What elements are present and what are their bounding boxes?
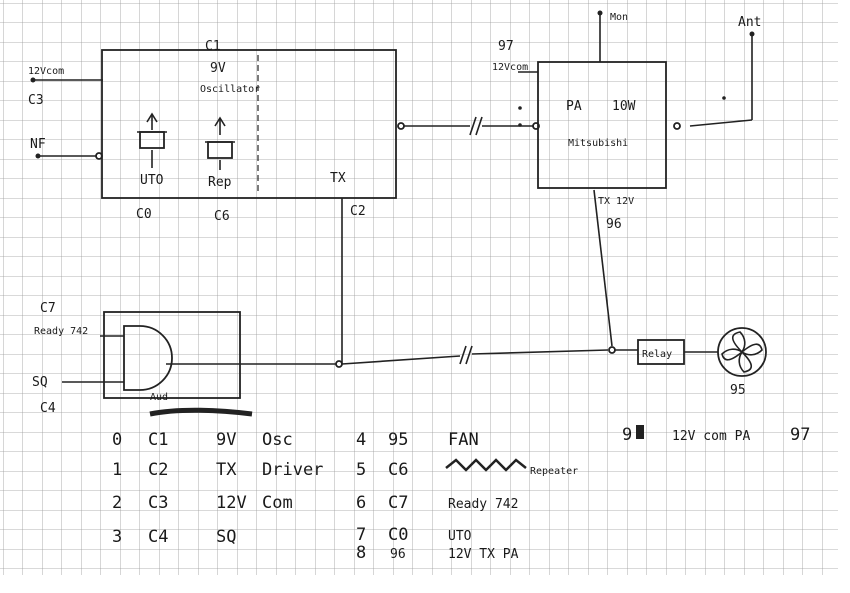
- legend-row: 3 C4 SQ: [112, 527, 236, 547]
- power-input-id: C3: [28, 93, 44, 108]
- crystal-right-id: C6: [214, 209, 230, 224]
- osc-voltage: 9V: [210, 61, 226, 76]
- svg-text:FAN: FAN: [448, 430, 479, 450]
- legend-left: 0 C1 9V Osc 1 C2 TX Driver 2 C3 12V Com …: [112, 430, 323, 547]
- svg-text:4: 4: [356, 430, 366, 450]
- legend-row: 5 C6 Repeater: [356, 458, 578, 480]
- svg-text:96: 96: [390, 547, 406, 562]
- svg-text:Repeater: Repeater: [530, 466, 578, 477]
- svg-text:C3: C3: [148, 493, 168, 513]
- svg-text:5: 5: [356, 460, 366, 480]
- svg-text:TX: TX: [216, 460, 237, 480]
- note-id: 97: [790, 425, 810, 445]
- left-inputs: 12Vcom C3 NF: [28, 66, 103, 160]
- svg-text:Ready 742: Ready 742: [448, 497, 518, 512]
- crystal-left-icon: [137, 112, 167, 168]
- pa-input-power: 12Vcom: [492, 62, 528, 73]
- legend-row: 1 C2 TX Driver: [112, 460, 323, 480]
- crystal-right-label: Rep: [208, 175, 232, 190]
- note-prefix: 9: [622, 425, 632, 445]
- gate-input-sq-id: C4: [40, 401, 56, 416]
- pa-power-note: 9 12V com PA 97: [622, 425, 810, 445]
- relay-wire: [341, 189, 616, 365]
- svg-text:C2: C2: [148, 460, 168, 480]
- pa-name: PA: [566, 99, 582, 114]
- legend-row: 0 C1 9V Osc: [112, 430, 293, 450]
- pa-power: 10W: [612, 99, 636, 114]
- svg-text:C7: C7: [388, 493, 408, 513]
- pa-out-label: TX 12V: [598, 196, 634, 207]
- svg-text:Driver: Driver: [262, 460, 323, 480]
- svg-text:9V: 9V: [216, 430, 236, 450]
- legend-row: 8 96 12V TX PA: [356, 543, 519, 563]
- monitor-label: Mon: [610, 12, 628, 23]
- legend-row: 7 C0 UTO: [356, 525, 472, 545]
- gate-id: C7: [40, 301, 56, 316]
- gate-block: C7 Ready 742 SQ C4 Aud: [32, 301, 336, 417]
- note-text: 12V com PA: [672, 429, 750, 444]
- svg-text:8: 8: [356, 543, 366, 563]
- svg-text:6: 6: [356, 493, 366, 513]
- svg-text:C0: C0: [388, 525, 408, 545]
- svg-text:7: 7: [356, 525, 366, 545]
- osc-extra-label: C2: [350, 204, 366, 219]
- nf-input-label: NF: [30, 137, 46, 152]
- crystal-left-id: C0: [136, 207, 152, 222]
- crystal-right-icon: [205, 116, 235, 170]
- svg-text:12V TX PA: 12V TX PA: [448, 547, 519, 562]
- svg-text:1: 1: [112, 460, 122, 480]
- graph-paper-grid: [0, 0, 838, 575]
- legend-right: 4 95 FAN 5 C6 Repeater 6 C7 Ready 742 7 …: [356, 430, 578, 563]
- svg-text:3: 3: [112, 527, 122, 547]
- pa-desc: Mitsubishi: [568, 138, 628, 149]
- relay-label: Relay: [642, 349, 672, 360]
- gate-input-sq: SQ: [32, 375, 48, 390]
- legend-row: 4 95 FAN: [356, 430, 479, 450]
- svg-text:0: 0: [112, 430, 122, 450]
- osc-output-label: TX: [330, 171, 346, 186]
- svg-text:Osc: Osc: [262, 430, 293, 450]
- pa-out-id: 96: [606, 217, 622, 232]
- svg-text:12V: 12V: [216, 493, 247, 513]
- fan-icon: [717, 327, 767, 377]
- pa-top-connections: Mon Ant: [597, 10, 761, 130]
- legend-row: 2 C3 12V Com: [112, 493, 293, 513]
- fan-id: 95: [730, 383, 746, 398]
- relay-block: Relay: [614, 339, 718, 365]
- power-input-label: 12Vcom: [28, 66, 64, 77]
- svg-text:95: 95: [388, 430, 408, 450]
- svg-text:UTO: UTO: [448, 529, 472, 544]
- svg-text:C6: C6: [388, 460, 408, 480]
- gate-input-ready: Ready 742: [34, 326, 88, 337]
- oscillator-block: C1 9V Oscillator TX C2 UTO C0 Rep C6: [101, 39, 397, 224]
- svg-text:SQ: SQ: [216, 527, 236, 547]
- svg-text:2: 2: [112, 493, 122, 513]
- gate-aud-label: Aud: [150, 392, 168, 403]
- svg-text:Com: Com: [262, 493, 293, 513]
- pa-block: PA 10W Mitsubishi 97 12Vcom TX 12V 96: [492, 39, 667, 232]
- legend-row: 6 C7 Ready 742: [356, 493, 518, 513]
- antenna-label: Ant: [738, 15, 761, 30]
- osc-name: C1: [205, 39, 221, 54]
- osc-to-pa-wire: [397, 116, 540, 136]
- svg-text:C1: C1: [148, 430, 168, 450]
- crystal-left-label: UTO: [140, 173, 164, 188]
- pa-input-id: 97: [498, 39, 514, 54]
- svg-text:C4: C4: [148, 527, 168, 547]
- osc-desc: Oscillator: [200, 84, 260, 95]
